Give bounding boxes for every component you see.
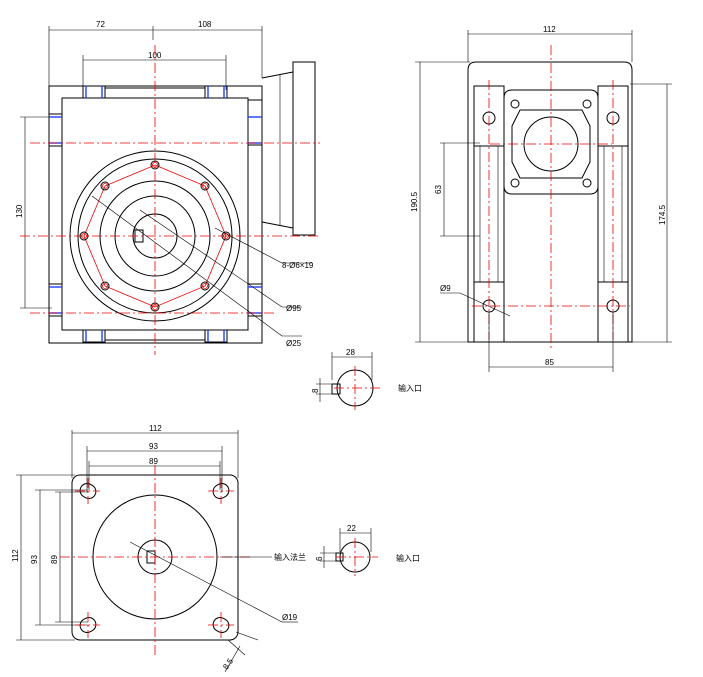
dim-22: 22 (347, 524, 356, 533)
front-view: 72 108 100 130 (15, 20, 320, 355)
callout-d25: Ø25 (286, 339, 302, 348)
dim-85: 85 (545, 358, 554, 367)
dim-108: 108 (198, 20, 212, 29)
dim-190-5: 190.5 (410, 191, 419, 212)
input-shaft-top: 28 8 输入口 (311, 348, 422, 410)
dim-8-5: 8.5 (221, 656, 235, 671)
callout-d9: Ø9 (440, 284, 451, 293)
dim-112-w: 112 (149, 424, 162, 433)
input-flange-label: 输入法兰 (274, 552, 306, 562)
callout-holes: 8-Ø6×19 (282, 261, 314, 270)
dim-63: 63 (434, 185, 443, 194)
dim-93-w: 93 (149, 442, 158, 451)
dim-174-5: 174.5 (658, 204, 667, 225)
dim-8-top: 8 (311, 388, 320, 393)
callout-d95: Ø95 (286, 304, 302, 313)
dim-72: 72 (96, 20, 105, 29)
dim-112-h: 112 (11, 549, 20, 562)
dim-89-w: 89 (149, 457, 158, 466)
callout-d19: Ø19 (282, 613, 298, 622)
dim-130: 130 (15, 204, 24, 218)
dim-100: 100 (148, 51, 162, 60)
dim-112-side: 112 (543, 25, 556, 34)
side-view: 112 190.5 174.5 63 (410, 25, 672, 372)
input-shaft-bottom: 22 6 输入口 (315, 524, 420, 576)
dim-28: 28 (346, 348, 355, 357)
dim-6: 6 (315, 556, 324, 561)
flange-view: 112 93 89 112 93 89 (11, 424, 306, 673)
dim-93-h: 93 (30, 555, 39, 564)
input-label-top: 输入口 (398, 383, 422, 393)
dim-89-h: 89 (50, 555, 59, 564)
input-label-bottom: 输入口 (396, 553, 420, 563)
